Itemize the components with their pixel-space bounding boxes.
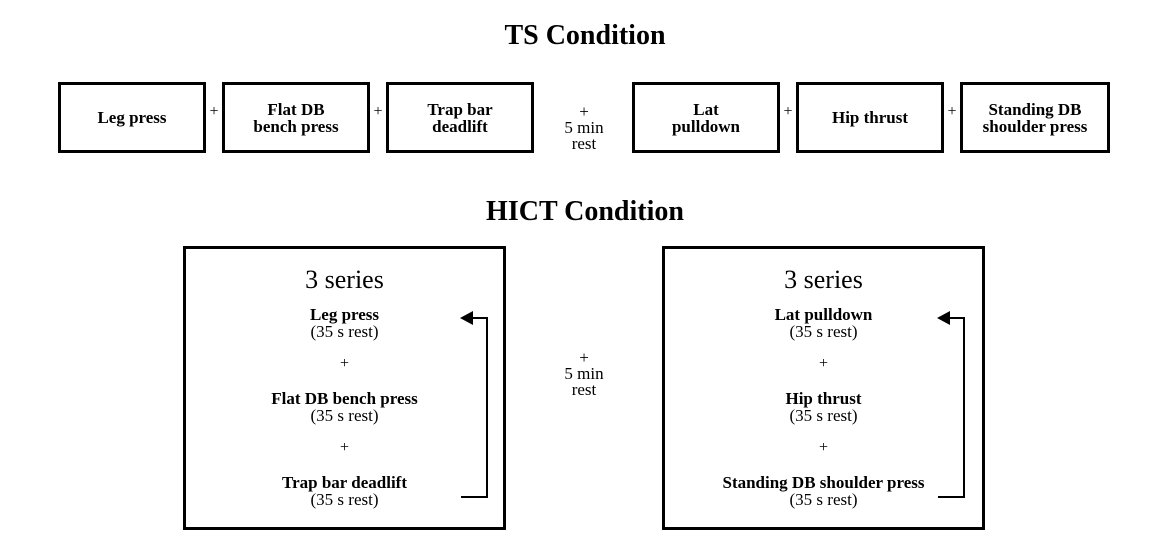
exercise-rest: (35 s rest) xyxy=(310,406,379,425)
ts-exercise-box: Flat DB bench press xyxy=(222,82,370,153)
exercise-label: Flat DB xyxy=(267,99,325,119)
plus-sign: + xyxy=(947,103,957,120)
repeat-loop-arrow-icon xyxy=(937,311,965,498)
exercise-name: Standing DB shoulder press xyxy=(722,473,925,492)
exercise-name: Hip thrust xyxy=(785,389,862,408)
hict-exercise: Standing DB shoulder press (35 s rest) xyxy=(665,474,982,508)
repeat-loop-arrow-icon xyxy=(460,311,488,498)
exercise-label: Standing DB xyxy=(988,99,1082,119)
ts-exercise-box: Standing DB shoulder press xyxy=(960,82,1110,153)
plus-sign: + xyxy=(818,355,829,372)
plus-sign: + xyxy=(373,103,383,120)
hict-exercise: Trap bar deadlift (35 s rest) xyxy=(186,474,503,508)
ts-exercise-box: Hip thrust xyxy=(796,82,944,153)
series-count: 3 series xyxy=(305,265,384,294)
ts-exercise-box: Leg press xyxy=(58,82,206,153)
exercise-label: bench press xyxy=(253,116,339,136)
exercise-label: Lat xyxy=(693,99,719,119)
exercise-rest: (35 s rest) xyxy=(789,490,858,509)
ts-exercise-box: Lat pulldown xyxy=(632,82,780,153)
hict-rest-label: + 5 min rest xyxy=(549,348,619,399)
hict-exercise: Lat pulldown (35 s rest) xyxy=(665,306,982,340)
exercise-label: Trap bar xyxy=(427,99,493,119)
plus-sign: + xyxy=(818,439,829,456)
hict-condition-title: HICT Condition xyxy=(486,196,684,227)
exercise-label: pulldown xyxy=(671,116,741,136)
hict-exercise: Flat DB bench press (35 s rest) xyxy=(186,390,503,424)
hict-block: 3 series Lat pulldown (35 s rest) + Hip … xyxy=(662,246,985,530)
ts-exercise-box: Trap bar deadlift xyxy=(386,82,534,153)
exercise-name: Flat DB bench press xyxy=(271,389,418,408)
exercise-rest: (35 s rest) xyxy=(789,406,858,425)
plus-sign: + xyxy=(339,439,350,456)
rest-word: rest xyxy=(571,134,597,153)
hict-block: 3 series Leg press (35 s rest) + Flat DB… xyxy=(183,246,506,530)
ts-rest-label: + 5 min rest xyxy=(549,102,619,153)
exercise-rest: (35 s rest) xyxy=(310,322,379,341)
rest-duration: 5 min xyxy=(564,118,604,137)
exercise-name: Trap bar deadlift xyxy=(282,473,407,492)
exercise-rest: (35 s rest) xyxy=(310,490,379,509)
exercise-label: deadlift xyxy=(432,116,488,136)
series-count: 3 series xyxy=(784,265,863,294)
plus-sign: + xyxy=(579,102,589,121)
plus-sign: + xyxy=(783,103,793,120)
exercise-name: Lat pulldown xyxy=(774,305,873,324)
plus-sign: + xyxy=(339,355,350,372)
exercise-name: Leg press xyxy=(309,305,380,324)
exercise-label: shoulder press xyxy=(982,116,1088,136)
exercise-label: Hip thrust xyxy=(831,108,909,127)
ts-condition-title: TS Condition xyxy=(504,20,666,51)
plus-sign: + xyxy=(209,103,219,120)
hict-exercise: Hip thrust (35 s rest) xyxy=(665,390,982,424)
exercise-label: Leg press xyxy=(97,108,167,127)
rest-duration: 5 min xyxy=(564,364,604,383)
hict-exercise: Leg press (35 s rest) xyxy=(186,306,503,340)
plus-sign: + xyxy=(579,348,589,367)
rest-word: rest xyxy=(571,380,597,399)
exercise-rest: (35 s rest) xyxy=(789,322,858,341)
